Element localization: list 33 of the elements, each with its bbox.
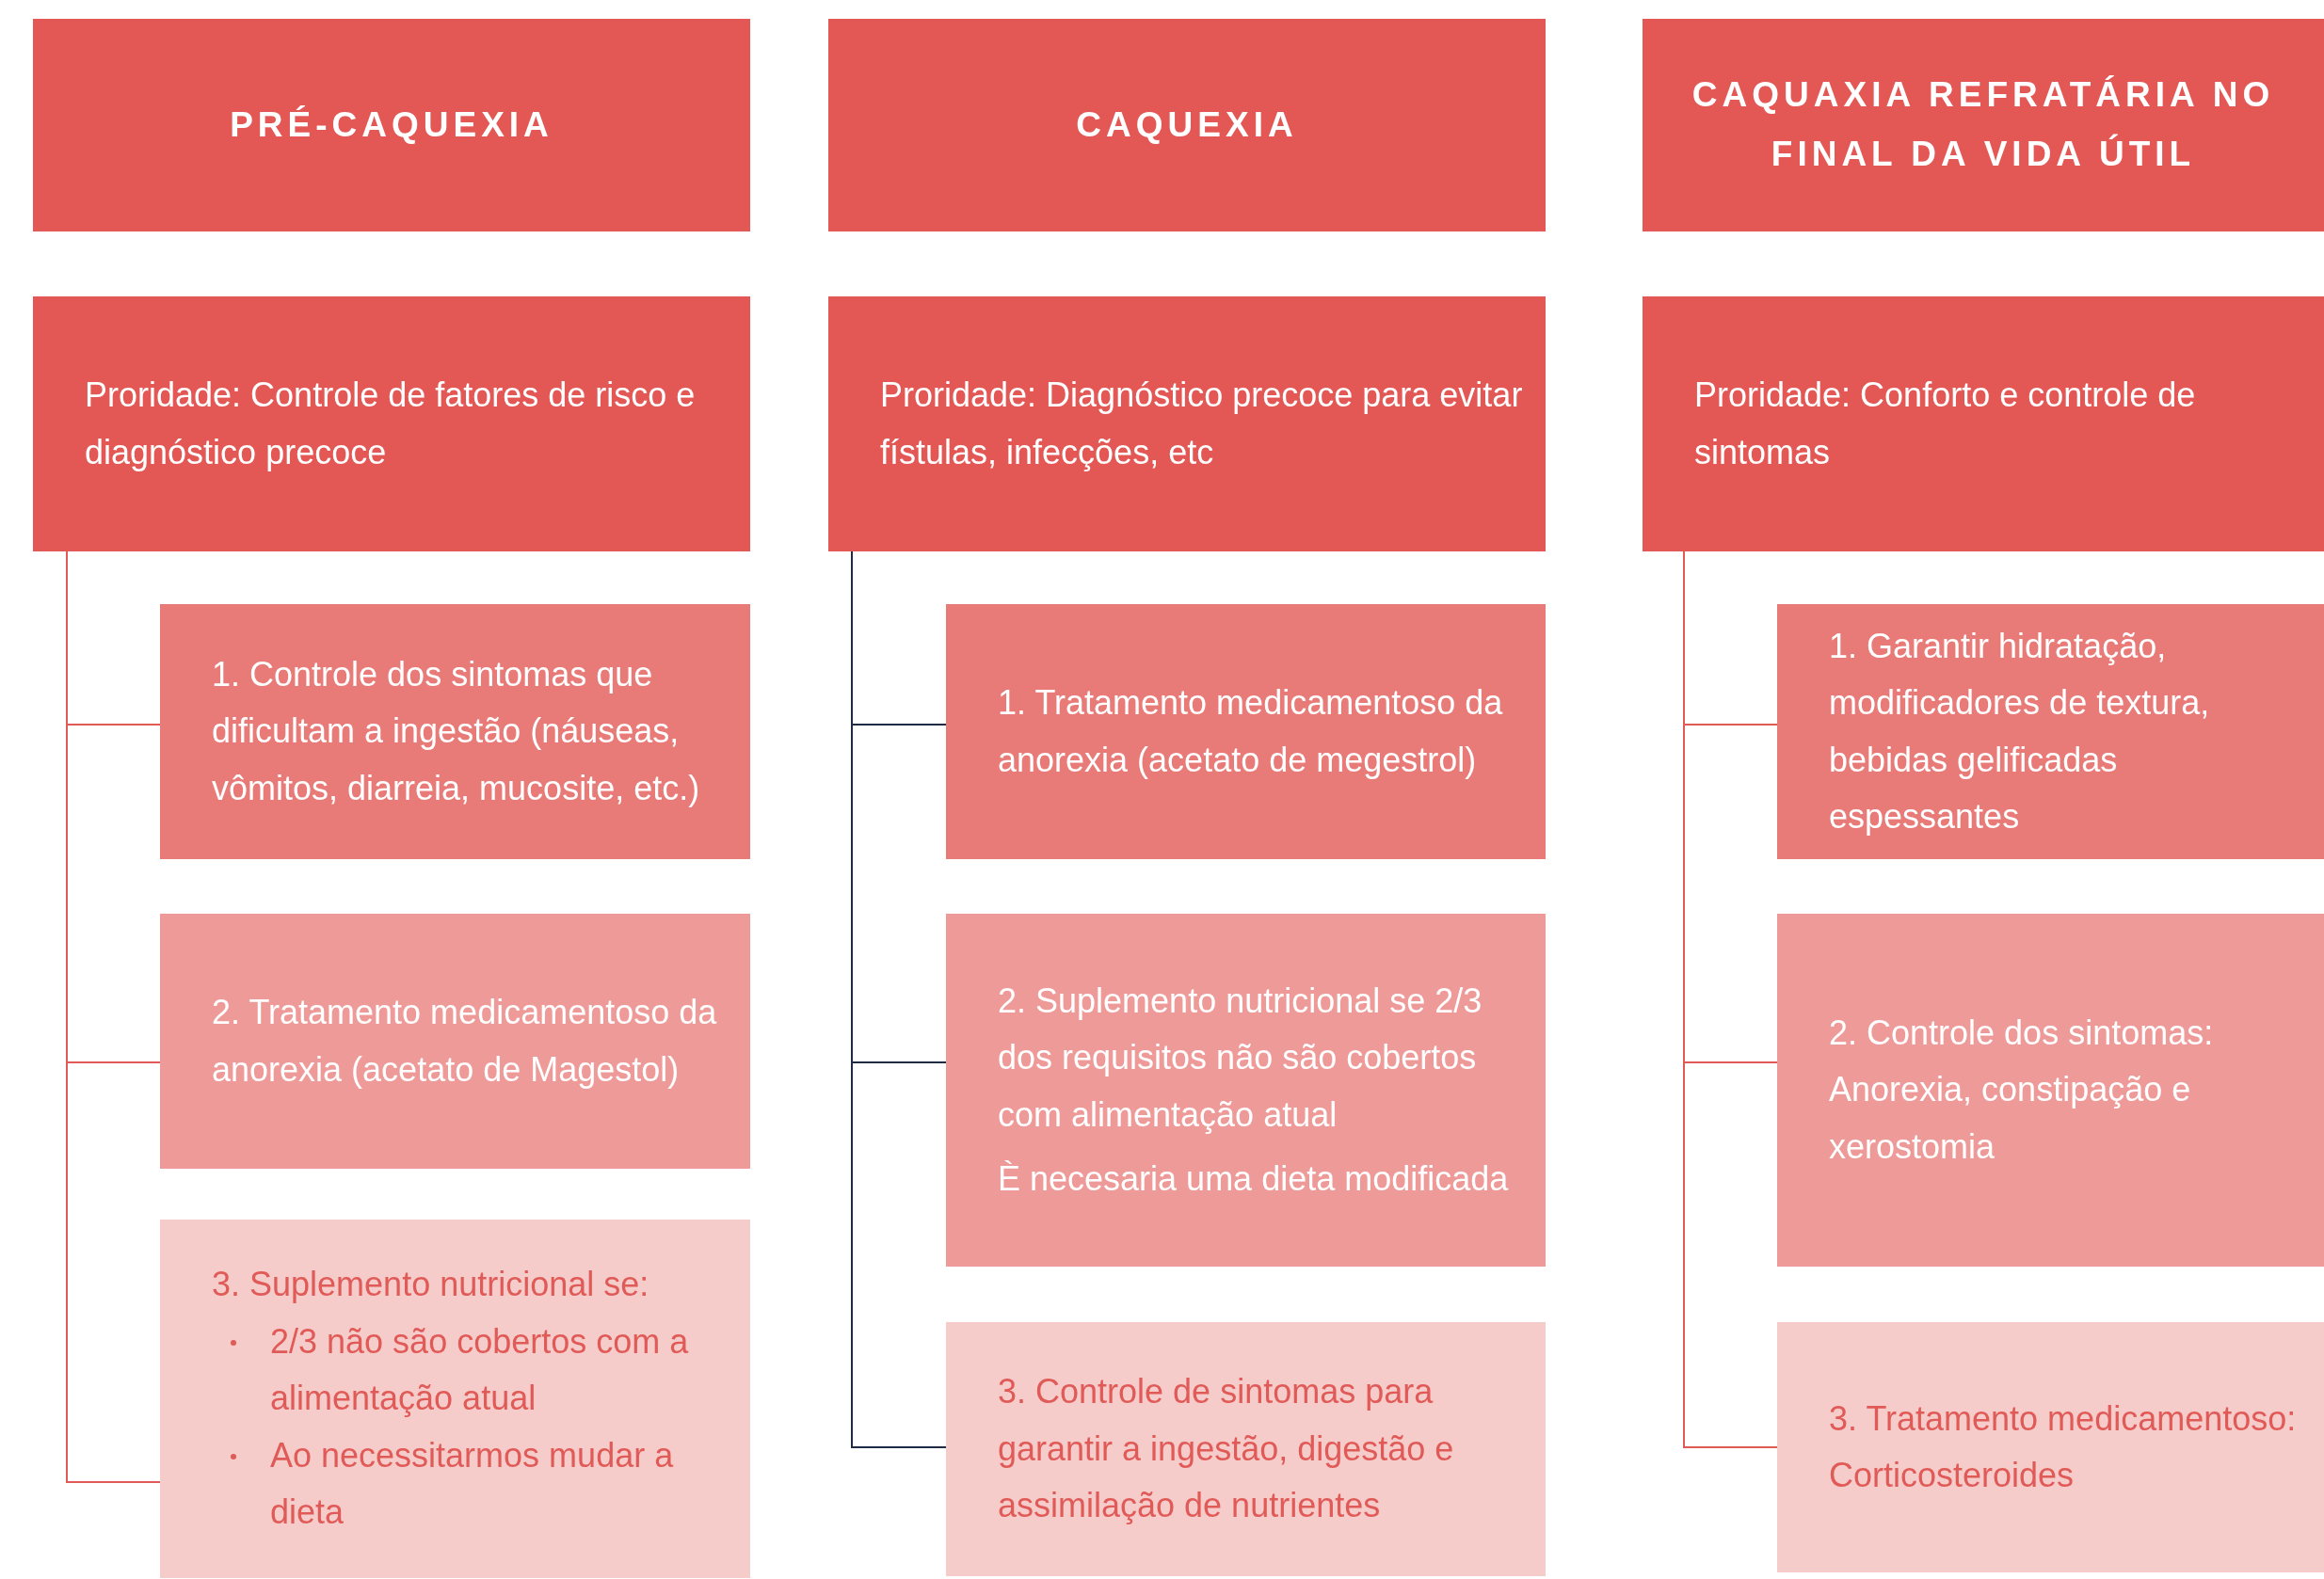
step-box bbox=[1777, 604, 2324, 859]
column-heading: CAQUEXIA bbox=[1076, 104, 1298, 146]
step-box bbox=[946, 604, 1546, 859]
priority-box bbox=[828, 296, 1546, 551]
step-box bbox=[160, 604, 750, 859]
step-box bbox=[946, 914, 1546, 1267]
box-text: 2. Suplemento nutricional se 2/3 dos requisitos não são cobertos com alimentação atual bbox=[998, 980, 1483, 1136]
box-text: 3. Suplemento nutricional se: bbox=[212, 1264, 650, 1306]
box-text: 2. Controle dos sintomas: Anorexia, constipação e xerostomia bbox=[1829, 1012, 2215, 1168]
box-text: È necesaria uma dieta modificada bbox=[998, 1157, 1510, 1200]
box-text: Proridade: Controle de fatores de risco e diagnóstico precoce bbox=[85, 375, 697, 473]
step-box bbox=[946, 1322, 1546, 1576]
header-banner bbox=[828, 19, 1546, 231]
box-text: 1. Controle dos sintomas que dificultam a ingestão (náuseas, vômitos, diarreia, mucosite, etc.) bbox=[212, 653, 701, 809]
priority-box bbox=[1643, 296, 2324, 551]
column-heading: CAQUAXIA REFRATÁRIA NO FINAL DA VIDA ÚTIL bbox=[1691, 74, 2276, 175]
step-box bbox=[1777, 914, 2324, 1267]
box-text: 1. Tratamento medicamentoso da anorexia (acetato de megestrol) bbox=[998, 682, 1504, 781]
box-text: 3. Tratamento medicamentoso: Corticosteroides bbox=[1829, 1397, 2298, 1496]
bullet-text: 2/3 não são cobertos com a alimentação atual bbox=[270, 1320, 690, 1420]
column-heading: PRÉ-CAQUEXIA bbox=[230, 104, 553, 146]
bullet-text: Ao necessitarmos mudar a dieta bbox=[270, 1434, 675, 1534]
step-box bbox=[160, 1220, 750, 1578]
box-text: Proridade: Diagnóstico precoce para evitar fístulas, infecções, etc bbox=[880, 375, 1524, 473]
box-text: Proridade: Conforto e controle de sintomas bbox=[1694, 375, 2197, 473]
box-text: 1. Garantir hidratação, modificadores de textura, bebidas gelificadas espessantes bbox=[1829, 625, 2211, 837]
header-banner bbox=[1643, 19, 2324, 231]
priority-box bbox=[33, 296, 750, 551]
step-box bbox=[160, 914, 750, 1169]
header-banner bbox=[33, 19, 750, 231]
box-text: 2. Tratamento medicamentoso da anorexia (acetato de Magestol) bbox=[212, 992, 718, 1091]
box-text: 3. Controle de sintomas para garantir a ingestão, digestão e assimilação de nutrientes bbox=[998, 1371, 1455, 1527]
step-box bbox=[1777, 1322, 2324, 1572]
